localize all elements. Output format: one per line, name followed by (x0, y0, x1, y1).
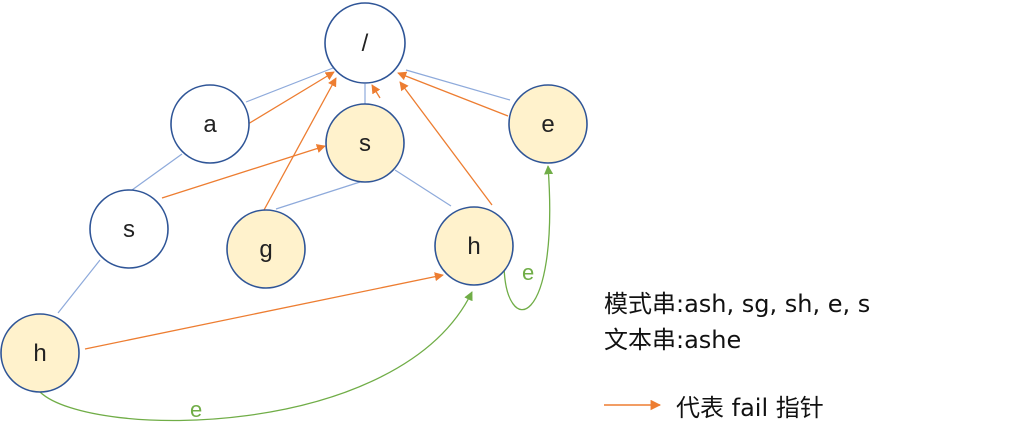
node-s: s (325, 103, 405, 183)
node-e: e (508, 84, 588, 164)
legend-text: 文本串:ashe (604, 326, 742, 354)
node-e-circle (508, 84, 588, 164)
fail-arrow-s-root (371, 84, 381, 99)
match-arrow-sh-e (503, 165, 554, 311)
node-a: a (170, 84, 250, 164)
trie-edge-a-s (131, 153, 183, 191)
node-sg: g (226, 209, 306, 289)
node-sh-label: h (467, 233, 480, 260)
fail-edges (84, 71, 509, 350)
fail-arrow-as-s (161, 144, 326, 199)
trie-nodes: / a s h s g h e (0, 2, 588, 393)
node-a-circle (170, 84, 250, 164)
node-sg-label: g (259, 236, 272, 263)
legend-patterns: 模式串:ash, sg, sh, e, s (604, 290, 871, 318)
match-edge-label-1: e (190, 397, 202, 422)
node-ash: h (0, 313, 80, 393)
node-s-circle (325, 103, 405, 183)
node-sh-circle (434, 206, 514, 286)
match-edge-label-2: e (522, 260, 534, 285)
fail-arrow-sg-root (263, 77, 337, 211)
legend-fail-label: 代表 fail 指针 (676, 394, 824, 422)
node-e-label: e (541, 111, 554, 138)
node-ash-label: h (33, 340, 46, 367)
node-root: / (324, 2, 406, 84)
match-arrow-ash-sh (39, 291, 473, 422)
node-root-label: / (362, 30, 369, 57)
trie-edge-root-e (405, 69, 511, 101)
node-as-label: s (123, 216, 135, 243)
node-a-label: a (203, 111, 217, 138)
fail-arrow-sh-root (399, 81, 493, 206)
fail-arrow-a-root (247, 71, 335, 125)
node-sh: h (434, 206, 514, 286)
node-sg-circle (226, 209, 306, 289)
match-edges: e e (39, 165, 554, 422)
trie-edge-root-a (245, 67, 334, 103)
node-ash-circle (0, 313, 80, 393)
fail-arrow-e-root (397, 71, 509, 117)
node-as: s (89, 189, 169, 269)
node-s-label: s (359, 130, 371, 157)
trie-edge-s-h (57, 259, 101, 314)
trie-edge-s-h2 (394, 169, 452, 207)
trie-edge-s-g (275, 181, 361, 210)
node-root-circle (324, 2, 406, 84)
fail-arrow-ash-sh (84, 272, 444, 350)
trie-edges (57, 67, 511, 314)
node-as-circle (89, 189, 169, 269)
